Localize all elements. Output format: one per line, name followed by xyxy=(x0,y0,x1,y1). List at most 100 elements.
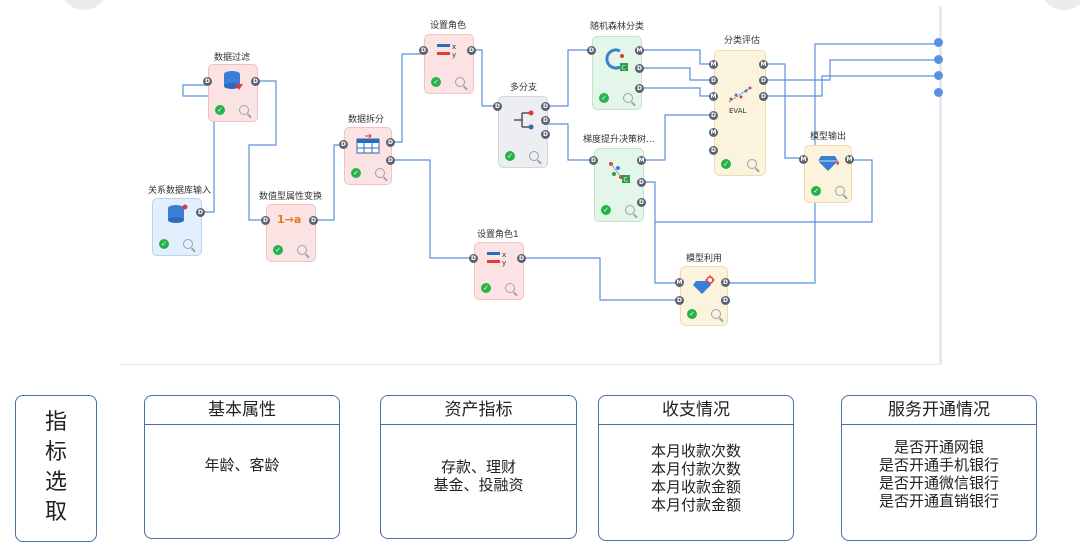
node-set-role-1[interactable]: x y ✓ xyxy=(474,242,524,300)
output-port[interactable]: D xyxy=(759,92,768,101)
output-port[interactable]: D xyxy=(637,198,646,207)
vertical-scrollbar[interactable] xyxy=(939,6,942,364)
node-multi-branch[interactable]: ✓ xyxy=(498,96,548,168)
node-label-multi-branch: 多分支 xyxy=(510,83,538,93)
node-data-filter[interactable]: ✓ xyxy=(208,64,258,122)
output-port[interactable]: D xyxy=(386,156,395,165)
input-port[interactable]: D xyxy=(493,102,502,111)
indicator-title-char: 取 xyxy=(44,500,67,525)
category-item: 年龄、客龄 xyxy=(204,456,280,474)
inspect-icon[interactable] xyxy=(747,159,757,169)
node-data-split[interactable]: ✓ xyxy=(344,127,392,185)
edge-split-to-setrole1 xyxy=(392,159,469,259)
inspect-icon[interactable] xyxy=(625,205,635,215)
edge-output-to-apply xyxy=(655,159,873,223)
output-port[interactable]: D xyxy=(386,138,395,147)
input-port[interactable]: M xyxy=(709,92,718,101)
numeric-transform-icon: 1→a xyxy=(277,213,302,226)
edge-branch-to-gbdt xyxy=(548,123,592,161)
output-port[interactable]: D xyxy=(467,46,476,55)
output-port[interactable]: D xyxy=(637,178,646,187)
inspect-icon[interactable] xyxy=(711,309,721,319)
input-port[interactable]: D xyxy=(469,254,478,263)
inspect-icon[interactable] xyxy=(455,77,465,87)
edge-setrole1-to-apply xyxy=(522,257,675,301)
status-ok-icon: ✓ xyxy=(721,159,731,169)
category-income-expense: 收支情况 本月收款次数 本月付款次数 本月收款金额 本月付款金额 xyxy=(598,395,794,541)
input-port[interactable]: D xyxy=(339,140,348,149)
output-port[interactable]: D xyxy=(541,116,550,125)
edge-eval-out-3 xyxy=(768,75,938,97)
status-ok-icon: ✓ xyxy=(601,205,611,215)
node-random-forest[interactable]: C ✓ xyxy=(592,36,642,110)
category-title: 服务开通情况 xyxy=(842,396,1036,425)
node-label-model-apply: 模型利用 xyxy=(686,254,723,264)
input-port[interactable]: D xyxy=(419,46,428,55)
node-classification-eval[interactable]: EVAL ✓ xyxy=(714,50,766,176)
input-port[interactable]: D xyxy=(709,76,718,85)
node-model-apply[interactable]: ✓ xyxy=(680,266,728,326)
output-port[interactable]: D xyxy=(309,216,318,225)
svg-text:y: y xyxy=(502,259,506,267)
set-role-icon: x y xyxy=(487,251,506,267)
category-title: 资产指标 xyxy=(381,396,576,425)
category-basic-attributes: 基本属性 年龄、客龄 xyxy=(144,395,340,539)
output-port[interactable]: D xyxy=(635,84,644,93)
input-port[interactable]: D xyxy=(261,216,270,225)
input-port[interactable]: D xyxy=(587,46,596,55)
input-port[interactable]: M xyxy=(799,155,808,164)
node-model-output[interactable]: ✓ xyxy=(804,145,852,203)
category-asset-indicators: 资产指标 存款、理财 基金、投融资 xyxy=(380,395,577,539)
edge-endpoint xyxy=(934,88,943,97)
corner-decoration-left xyxy=(60,0,108,10)
inspect-icon[interactable] xyxy=(239,105,249,115)
input-port[interactable]: M xyxy=(675,278,684,287)
node-numeric-attr-transform[interactable]: 1→a ✓ xyxy=(266,204,316,262)
node-label-set-role-1: 设置角色1 xyxy=(477,230,519,240)
output-port[interactable]: D xyxy=(721,278,730,287)
output-port[interactable]: D xyxy=(251,77,260,86)
input-port[interactable]: M xyxy=(709,60,718,69)
input-port[interactable]: D xyxy=(675,296,684,305)
category-item: 本月付款次数 xyxy=(650,460,741,478)
inspect-icon[interactable] xyxy=(183,239,193,249)
status-ok-icon: ✓ xyxy=(273,245,283,255)
output-port[interactable]: M xyxy=(845,155,854,164)
inspect-icon[interactable] xyxy=(529,151,539,161)
svg-text:x: x xyxy=(502,251,506,259)
status-ok-icon: ✓ xyxy=(431,77,441,87)
inspect-icon[interactable] xyxy=(623,93,633,103)
edge-db-to-filter xyxy=(182,84,215,213)
output-port[interactable]: D xyxy=(635,64,644,73)
output-port[interactable]: D xyxy=(759,76,768,85)
output-port[interactable]: D xyxy=(721,296,730,305)
category-title: 基本属性 xyxy=(145,396,339,425)
node-label-random-forest: 随机森林分类 xyxy=(590,22,645,32)
eval-icon-label: EVAL xyxy=(729,107,747,115)
inspect-icon[interactable] xyxy=(505,283,515,293)
node-gradient-boost[interactable]: C ✓ xyxy=(594,148,644,222)
inspect-icon[interactable] xyxy=(835,186,845,196)
output-port[interactable]: M xyxy=(759,60,768,69)
inspect-icon[interactable] xyxy=(297,245,307,255)
input-port[interactable]: D xyxy=(709,146,718,155)
database-filter-icon xyxy=(224,71,243,90)
node-relational-db-input[interactable]: ✓ xyxy=(152,198,202,256)
output-port[interactable]: D xyxy=(541,102,550,111)
input-port[interactable]: M xyxy=(709,128,718,137)
svg-text:y: y xyxy=(452,51,456,59)
output-port[interactable]: M xyxy=(635,46,644,55)
output-port[interactable]: D xyxy=(196,208,205,217)
output-port[interactable]: D xyxy=(517,254,526,263)
output-port[interactable]: D xyxy=(541,130,550,139)
output-port[interactable]: M xyxy=(637,156,646,165)
inspect-icon[interactable] xyxy=(375,168,385,178)
edge-rf-to-eval-2 xyxy=(640,67,712,81)
node-set-role[interactable]: x y ✓ xyxy=(424,34,474,94)
node-label-data-split: 数据拆分 xyxy=(348,115,385,125)
status-ok-icon: ✓ xyxy=(481,283,491,293)
input-port[interactable]: D xyxy=(589,156,598,165)
input-port[interactable]: D xyxy=(709,111,718,120)
input-port[interactable]: D xyxy=(203,77,212,86)
node-label-numeric-attr-transform: 数值型属性变换 xyxy=(259,192,323,202)
